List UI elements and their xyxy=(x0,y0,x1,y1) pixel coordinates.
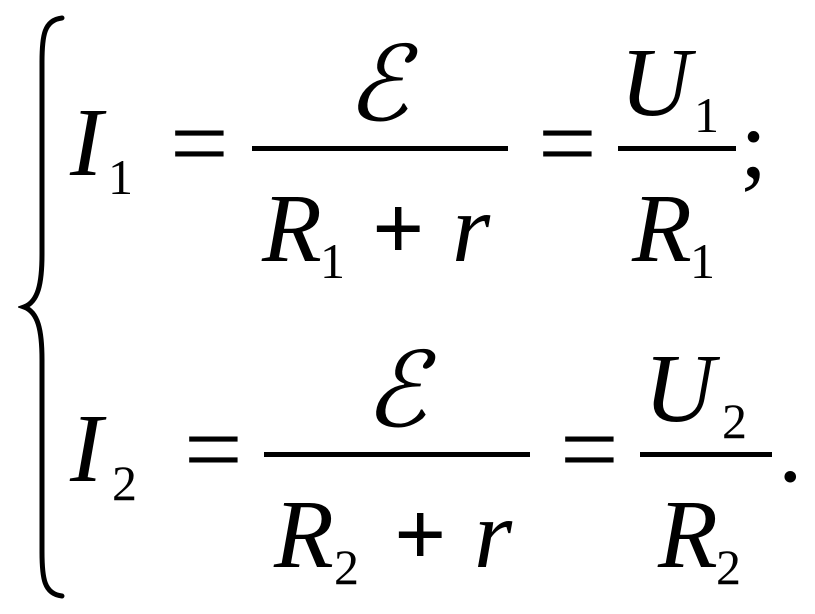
voltage-symbol: U xyxy=(644,335,715,443)
internal-resistance-symbol: r xyxy=(452,175,491,283)
voltage-subscript: 2 xyxy=(722,393,747,449)
semicolon: ; xyxy=(740,91,768,199)
internal-resistance-symbol: r xyxy=(474,481,513,589)
equation-1: I 1 = ℰ R 1 + r = U 1 R 1 ; xyxy=(0,0,815,300)
equals-sign-2: = xyxy=(560,392,619,507)
current-subscript: 2 xyxy=(112,455,137,511)
equals-sign: = xyxy=(170,86,229,201)
plus-sign: + xyxy=(394,483,447,585)
resistance-symbol-2: R xyxy=(632,175,692,283)
voltage-subscript: 1 xyxy=(694,87,719,143)
current-subscript: 1 xyxy=(108,149,133,205)
fraction-bar-2 xyxy=(618,146,736,151)
current-symbol: I xyxy=(70,395,103,503)
resistance-symbol: R xyxy=(274,481,334,589)
left-brace xyxy=(18,15,65,599)
resistance-symbol: R xyxy=(262,175,322,283)
emf-symbol: ℰ xyxy=(364,334,427,449)
fraction-bar-2 xyxy=(640,452,772,457)
plus-sign: + xyxy=(372,177,425,279)
equals-sign-2: = xyxy=(538,86,597,201)
resistance-symbol-2: R xyxy=(658,481,718,589)
voltage-symbol: U xyxy=(620,29,691,137)
emf-symbol: ℰ xyxy=(346,28,409,143)
fraction-bar xyxy=(264,452,530,457)
resistance-subscript-2: 1 xyxy=(690,233,715,289)
equals-sign: = xyxy=(184,392,243,507)
current-symbol: I xyxy=(70,89,103,197)
equation-2: I 2 = ℰ R 2 + r = U 2 R 2 . xyxy=(0,306,815,606)
resistance-subscript: 1 xyxy=(320,233,345,289)
resistance-subscript: 2 xyxy=(334,539,359,595)
fraction-bar xyxy=(252,146,508,151)
resistance-subscript-2: 2 xyxy=(716,539,741,595)
period: . xyxy=(778,395,803,503)
